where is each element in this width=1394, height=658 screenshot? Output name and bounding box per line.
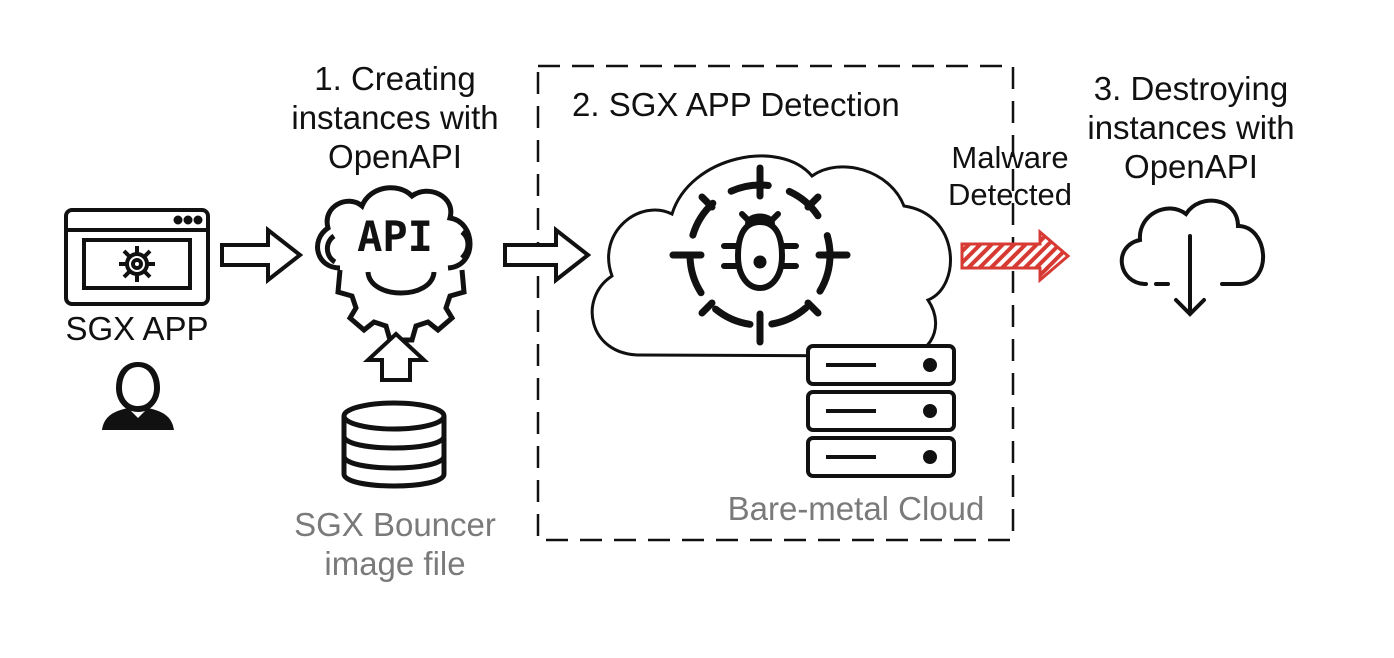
sgx-app-label: SGX APP [65, 310, 209, 347]
step3-line3: OpenAPI [1124, 147, 1258, 185]
step3-label: 3. Destroying instances with OpenAPI [1066, 70, 1316, 187]
step1-line1: 1. Creating [314, 60, 476, 97]
bouncer-line2: image file [324, 544, 466, 582]
database-icon [341, 400, 447, 489]
malware-line2: Detected [947, 176, 1073, 212]
server-rack-icon [806, 344, 956, 478]
step2-label: 2. SGX APP Detection [572, 86, 900, 123]
arrow-app-to-api [220, 225, 304, 285]
step3-line2: instances with [1087, 108, 1295, 146]
bare-metal-cloud-label: Bare-metal Cloud [727, 490, 985, 527]
arrow-api-to-detection [503, 225, 592, 285]
bouncer-line1: SGX Bouncer [294, 506, 496, 543]
cloud-bug-scan-icon [669, 164, 851, 346]
api-cloud-gear-icon [315, 185, 473, 343]
malware-line1: Malware [951, 140, 1069, 175]
user-icon [102, 362, 174, 430]
app-window-icon [64, 208, 210, 306]
malware-detected-label: Malware Detected [924, 140, 1096, 213]
bouncer-image-label: SGX Bouncer image file [270, 506, 520, 584]
step1-label: 1. Creating instances with OpenAPI [270, 60, 520, 177]
step1-line3: OpenAPI [328, 137, 462, 175]
detection-cloud-shape [590, 154, 952, 359]
malware-detected-arrow [960, 228, 1071, 284]
arrow-image-to-api [362, 331, 430, 382]
api-text: API [357, 212, 433, 261]
cloud-download-icon [1119, 198, 1266, 317]
step1-line2: instances with [291, 98, 499, 136]
step3-line1: 3. Destroying [1093, 70, 1289, 107]
